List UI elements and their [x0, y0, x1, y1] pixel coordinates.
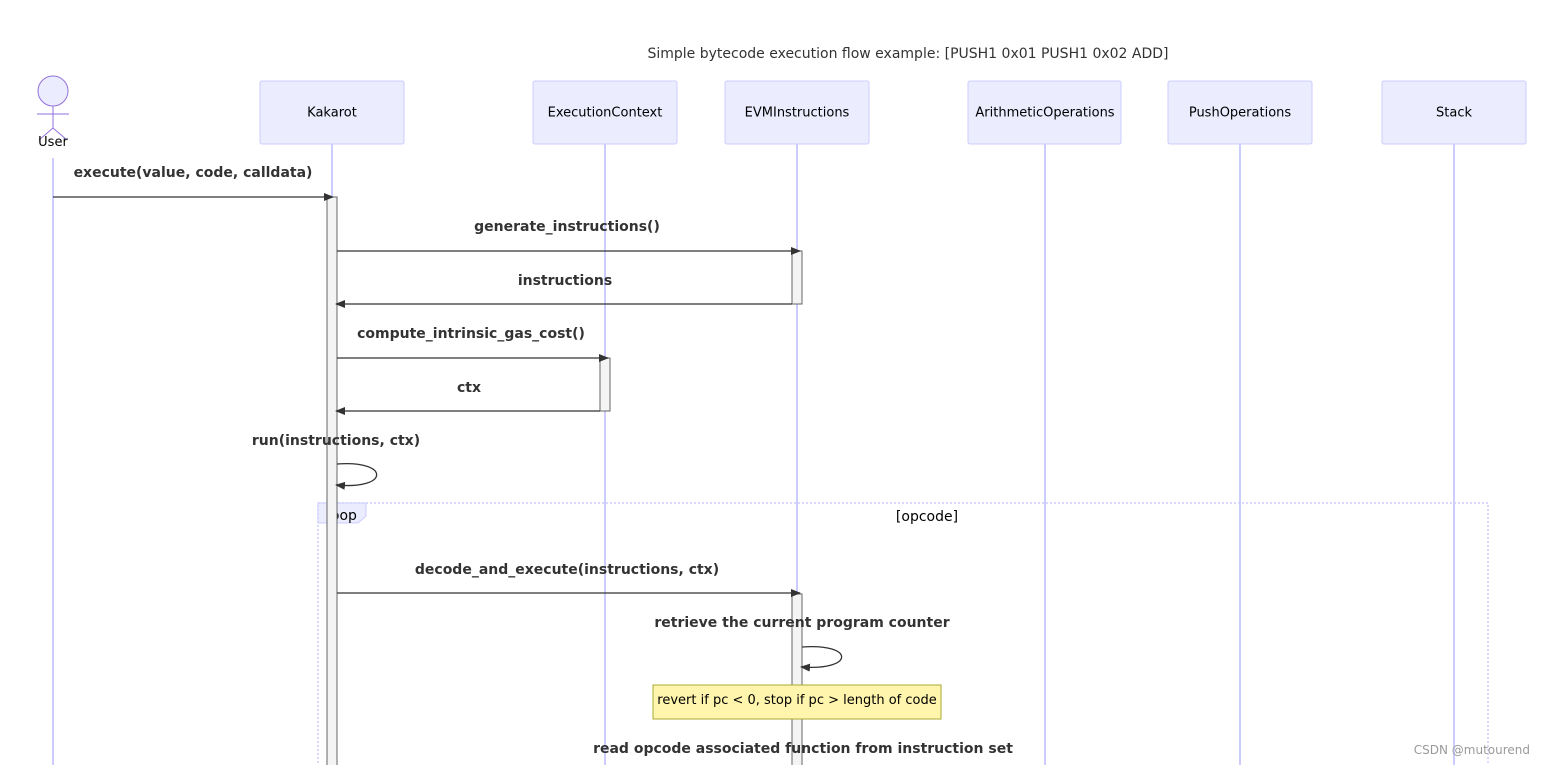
activation-execution-context [599, 357, 611, 412]
message-arrow-run [335, 463, 378, 490]
participant-kakarot-label: Kakarot [307, 106, 357, 121]
loop-frame [317, 502, 1489, 765]
actor-user-head-icon [37, 75, 69, 107]
participant-kakarot: Kakarot [259, 80, 405, 145]
participant-evm-instructions-label: EVMInstructions [745, 106, 850, 121]
message-label-decode-and-execute: decode_and_execute(instructions, ctx) [415, 562, 719, 578]
participant-push-operations: PushOperations [1167, 80, 1313, 145]
lifelines [52, 143, 1455, 765]
note-text: revert if pc < 0, stop if pc > length of… [657, 693, 936, 708]
message-label-execute: execute(value, code, calldata) [74, 165, 313, 181]
actor-user: User [37, 75, 69, 150]
loop-condition: [opcode] [896, 509, 958, 525]
note: revert if pc < 0, stop if pc > length of… [652, 684, 942, 720]
messages: execute(value, code, calldata) generate_… [53, 165, 1013, 757]
participant-stack-label: Stack [1436, 106, 1472, 121]
participant-execution-context: ExecutionContext [532, 80, 678, 145]
participant-arithmetic-operations-label: ArithmeticOperations [975, 106, 1114, 121]
note-box [652, 684, 942, 720]
participant-stack: Stack [1381, 80, 1527, 145]
participant-execution-context-label: ExecutionContext [548, 106, 663, 121]
participant-evm-instructions: EVMInstructions [724, 80, 870, 145]
message-label-run: run(instructions, ctx) [252, 433, 420, 449]
message-label-retrieve-program-counter: retrieve the current program counter [654, 615, 949, 631]
participant-arithmetic-operations: ArithmeticOperations [967, 80, 1122, 145]
message-label-instructions: instructions [518, 273, 612, 289]
participant-push-operations-label: PushOperations [1189, 106, 1292, 121]
message-label-read-opcode: read opcode associated function from ins… [593, 741, 1013, 757]
activation-evm-instructions-1 [791, 250, 803, 305]
activation-kakarot [326, 196, 338, 765]
message-arrow-retrieve-program-counter [800, 645, 843, 672]
message-label-generate-instructions: generate_instructions() [474, 219, 660, 235]
loop-fragment: loop [opcode] [317, 502, 1489, 765]
message-label-compute-intrinsic-gas-cost: compute_intrinsic_gas_cost() [357, 326, 585, 342]
actor-user-label: User [38, 135, 68, 150]
watermark: CSDN @mutourend [1413, 743, 1530, 757]
message-label-ctx: ctx [457, 380, 481, 396]
diagram-title: Simple bytecode execution flow example: … [647, 46, 1168, 62]
participants: User Kakarot ExecutionContext EVMInstruc… [37, 75, 1527, 150]
